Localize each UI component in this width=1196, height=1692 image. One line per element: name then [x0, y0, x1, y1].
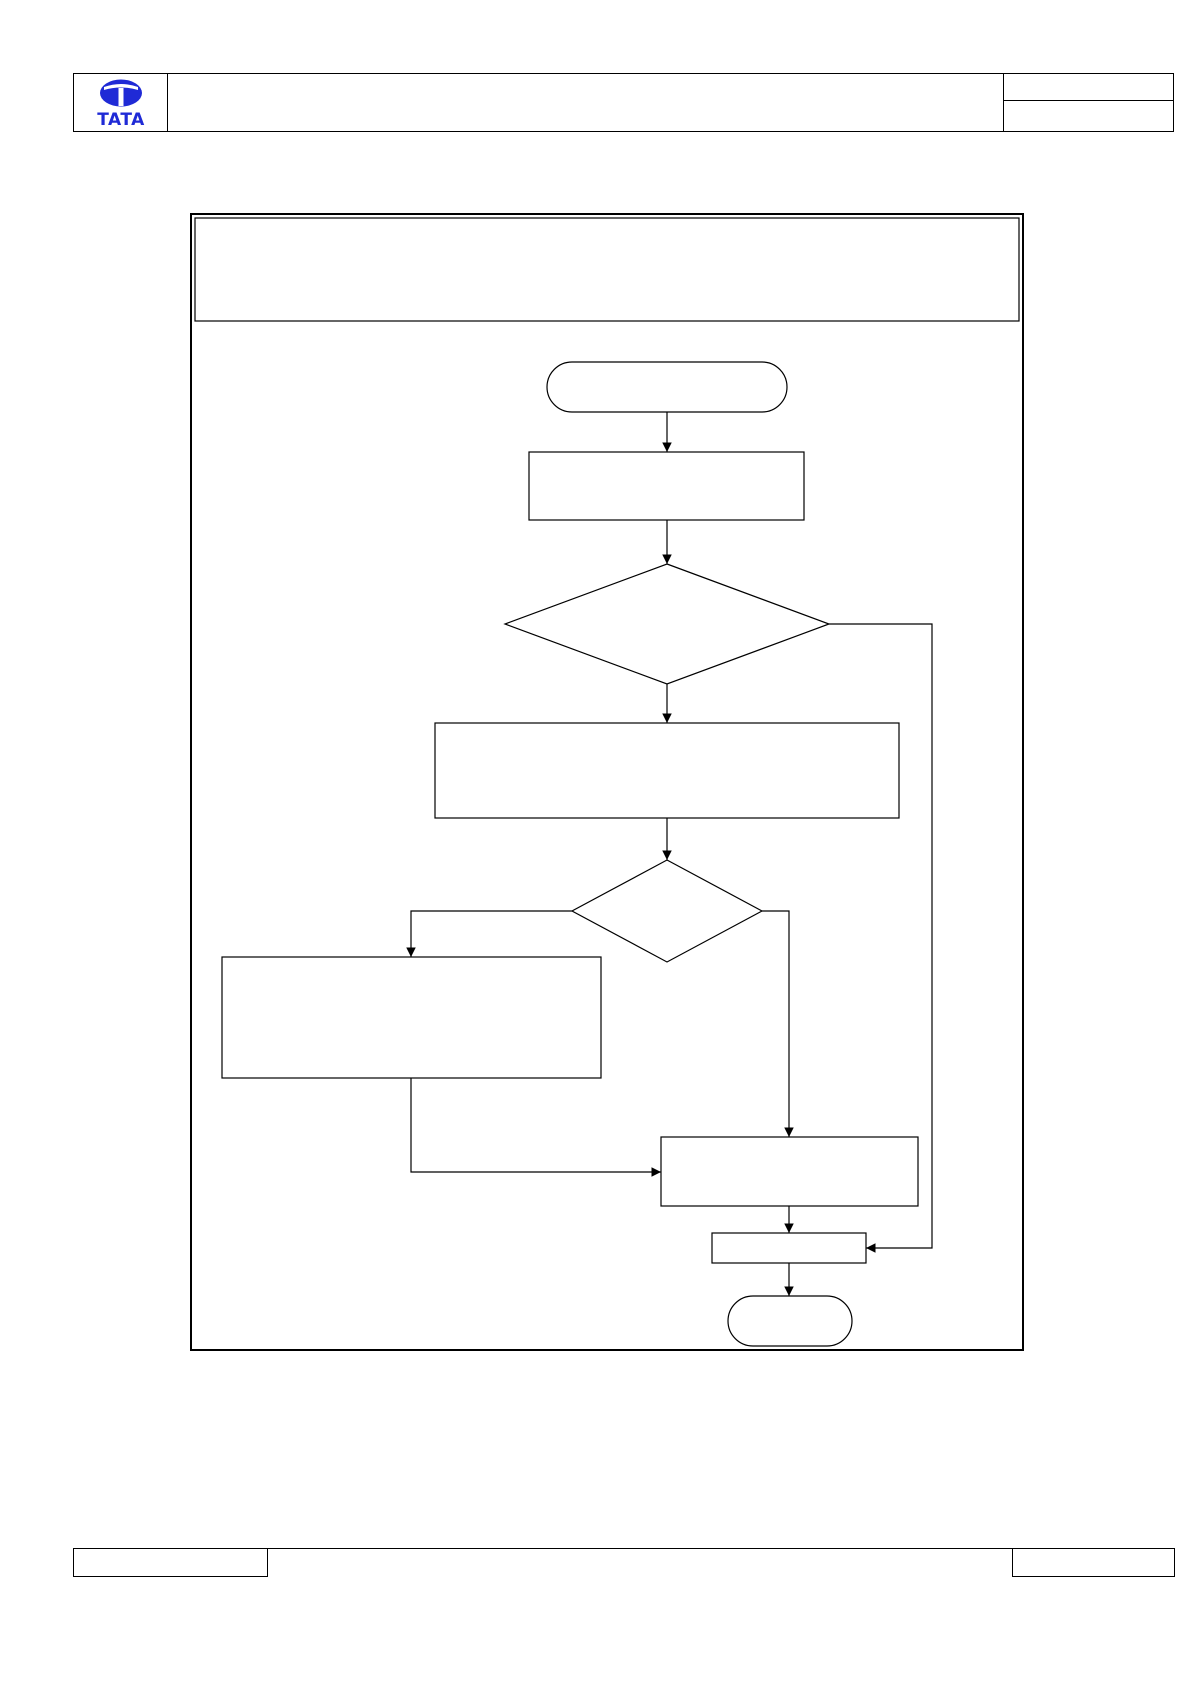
process-3-box: [221, 956, 602, 1079]
header-logo-cell: TATA: [74, 74, 168, 131]
tata-logo-text: TATA: [97, 110, 145, 130]
decision-2-diamond: [570, 859, 764, 963]
edge-decision-2-to-process-4: [762, 910, 794, 1137]
header-table: TATA: [73, 73, 1174, 132]
tata-logo-icon: [100, 79, 142, 107]
process-2-box: [434, 722, 900, 819]
footer-page-cell: [1012, 1548, 1175, 1577]
header-doc-no-cell: [1003, 74, 1173, 101]
diagram-title-box: [194, 217, 1020, 322]
footer-left-cell: [73, 1548, 268, 1577]
decision-1-diamond: [503, 563, 831, 685]
process-5-box: [711, 1232, 867, 1264]
start-terminator: [546, 361, 788, 413]
process-4-box: [660, 1136, 919, 1207]
edge-process-3-to-process-4: [410, 1078, 661, 1177]
footer-divider: [267, 1548, 1013, 1549]
process-1-box: [528, 451, 805, 521]
diagram-outer-frame: [190, 213, 1024, 1351]
edge-decision-1-to-process-5: [829, 623, 933, 1253]
end-terminator: [727, 1295, 853, 1347]
header-rev-cell: [1003, 101, 1173, 131]
edge-decision-2-to-process-3: [406, 910, 572, 957]
